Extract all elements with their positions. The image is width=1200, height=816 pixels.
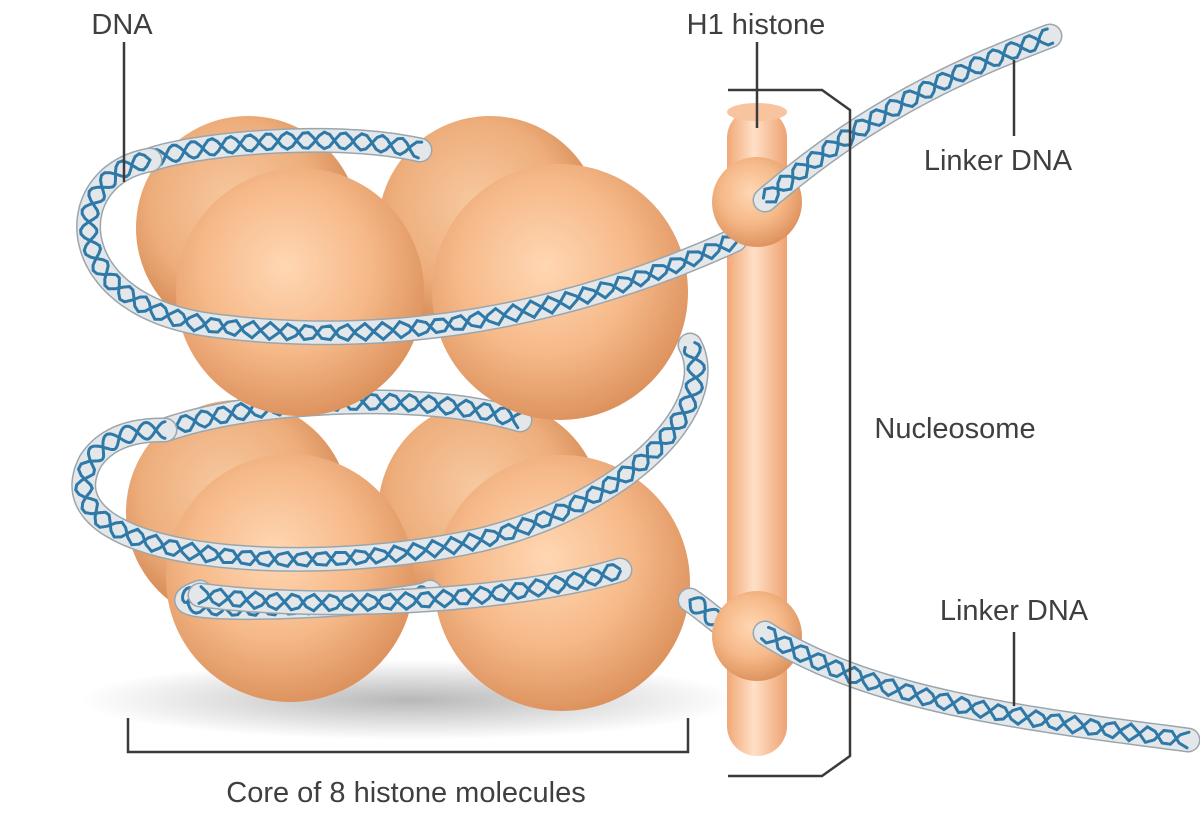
core-label: Core of 8 histone molecules [226,777,585,809]
dna-label: DNA [91,9,153,41]
histone-sphere [166,454,414,702]
dna-strand-1 [74,345,706,568]
core-bracket [126,718,690,754]
dna-strand-2 [79,158,736,343]
dna-strand-1 [197,567,622,613]
annotation-lines [122,42,1016,778]
linker-dna-top-label: Linker DNA [924,145,1073,177]
dna-strand-2 [761,33,1055,200]
dna-tube [754,622,1199,751]
nucleosome-bracket [728,88,852,778]
dna-strand-2 [147,131,424,164]
dna-strand-1 [765,27,1049,204]
linker-dna-segments [752,23,1200,753]
dna-strand-2 [767,625,1189,750]
dna-strand-2 [199,563,622,613]
dna-strand-2 [76,341,704,568]
labels: DNA H1 histone Linker DNA Linker DNA Nuc… [91,9,1088,809]
dna-strand-1 [80,152,738,343]
histone-sphere [176,168,424,416]
dna-strand-2 [161,392,520,434]
linker-dna-bottom-label: Linker DNA [940,595,1089,627]
dna-front-segments [71,147,748,639]
dna-tube [189,559,631,614]
nucleosome-label: Nucleosome [874,413,1035,445]
h1-histone-label: H1 histone [687,9,826,41]
